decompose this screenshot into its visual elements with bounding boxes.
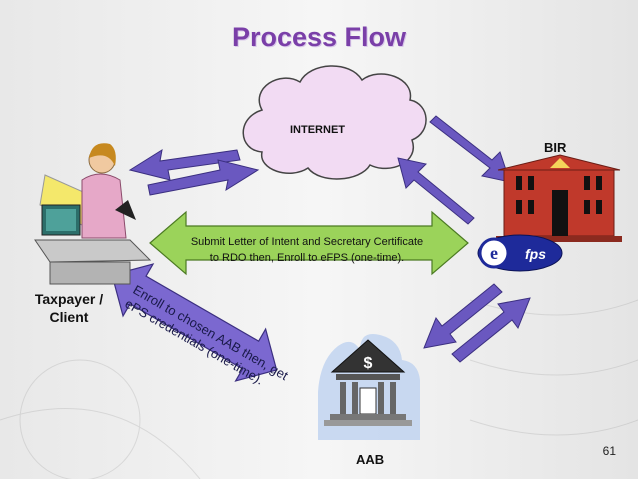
- bank-icon: $: [318, 334, 420, 440]
- bir-step-text: Submit Letter of Intent and Secretary Ce…: [176, 234, 438, 266]
- svg-text:e: e: [490, 243, 498, 263]
- arrow-internet-to-bir: [429, 115, 511, 183]
- bir-step-line2: to RDO then, Enroll to eFPS (one-time).: [209, 252, 405, 264]
- aab-label: AAB: [356, 452, 385, 467]
- taxpayer-label-line1: Taxpayer /: [34, 291, 104, 307]
- page-number: 61: [602, 444, 616, 458]
- arrow-client-aab-enroll: [111, 263, 278, 382]
- page-title: Process Flow: [231, 22, 407, 52]
- taxpayer-label: Taxpayer / Client: [28, 290, 110, 326]
- bir-label: BIR: [544, 140, 567, 155]
- bir-step-line1: Submit Letter of Intent and Secretary Ce…: [190, 236, 424, 248]
- arrows-internet: [128, 115, 531, 363]
- arrow-aab-to-bir: [451, 297, 531, 363]
- arrow-internet-to-client: [128, 148, 241, 181]
- svg-text:$: $: [364, 355, 373, 372]
- efps-logo-icon: e fps: [477, 234, 563, 272]
- taxpayer-label-line2: Client: [49, 309, 89, 325]
- arrow-client-bir-enroll: [149, 210, 469, 276]
- taxpayer-person-icon: [34, 143, 152, 285]
- bir-building-icon: [496, 154, 622, 242]
- arrow-bir-to-aab: [423, 283, 503, 349]
- arrow-client-to-internet: [147, 159, 260, 196]
- cloud-icon: [242, 65, 427, 180]
- arrow-bir-to-internet: [397, 157, 475, 225]
- internet-label: INTERNET: [290, 124, 345, 136]
- efps-logo-text: fps: [525, 246, 546, 262]
